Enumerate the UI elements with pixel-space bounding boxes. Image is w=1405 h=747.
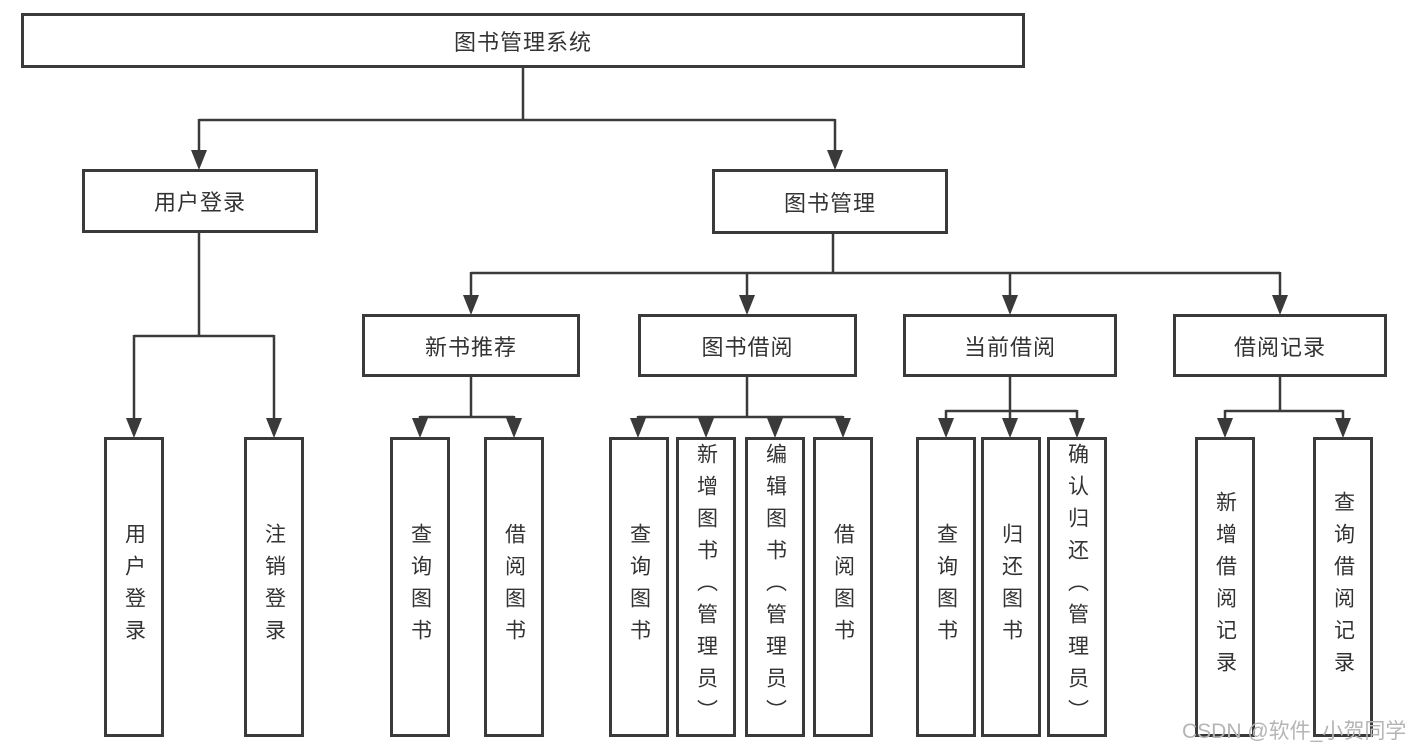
leaf-newbooks-query-books-label: 查询图书 [408,523,432,651]
leaf-current-query-books: 查询图书 [916,437,976,737]
leaf-current-return-books: 归还图书 [981,437,1041,737]
leaf-borrow-add-books-admin-label: 新增图书（管理员） [694,443,718,731]
leaf-current-query-books-label: 查询图书 [934,523,958,651]
leaf-records-add-borrow-record-label: 新增借阅记录 [1213,491,1237,683]
leaf-logout: 注销登录 [244,437,304,737]
node-user-login-label: 用户登录 [153,190,246,215]
csdn-watermark: CSDN @软件_小贺同学 [1182,720,1405,743]
node-new-book-recommend-label: 新书推荐 [424,334,517,360]
leaf-records-query-borrow-record-label: 查询借阅记录 [1331,491,1355,683]
node-book-management-label: 图书管理 [783,190,876,216]
leaf-newbooks-borrow-books-label: 借阅图书 [502,523,526,651]
node-borrow-records: 借阅记录 [1173,314,1387,377]
leaf-logout-label: 注销登录 [262,523,286,651]
leaf-current-return-books-label: 归还图书 [999,523,1023,651]
leaf-newbooks-query-books: 查询图书 [390,437,450,737]
leaf-user-login: 用户登录 [104,437,164,737]
node-new-book-recommend: 新书推荐 [362,314,580,377]
leaf-borrow-query-books: 查询图书 [609,437,669,737]
leaf-records-add-borrow-record: 新增借阅记录 [1195,437,1255,737]
leaf-user-login-label: 用户登录 [122,523,146,651]
leaf-borrow-borrow-books-label: 借阅图书 [831,523,855,651]
node-book-borrow-label: 图书借阅 [701,334,794,360]
leaf-newbooks-borrow-books: 借阅图书 [484,437,544,737]
node-book-management: 图书管理 [712,169,948,234]
leaf-borrow-edit-books-admin: 编辑图书（管理员） [745,437,805,737]
node-current-borrow: 当前借阅 [903,314,1117,377]
leaf-borrow-borrow-books: 借阅图书 [813,437,873,737]
node-book-borrow: 图书借阅 [638,314,857,377]
leaf-current-confirm-return-admin: 确认归还（管理员） [1047,437,1107,737]
leaf-current-confirm-return-admin-label: 确认归还（管理员） [1065,443,1089,731]
leaf-borrow-add-books-admin: 新增图书（管理员） [676,437,736,737]
leaf-borrow-query-books-label: 查询图书 [627,523,651,651]
node-root: 图书管理系统 [21,13,1025,68]
node-current-borrow-label: 当前借阅 [963,334,1056,360]
node-root-label: 图书管理系统 [453,29,592,55]
node-borrow-records-label: 借阅记录 [1233,334,1326,360]
leaf-borrow-edit-books-admin-label: 编辑图书（管理员） [763,443,787,731]
node-user-login: 用户登录 [82,169,318,233]
leaf-records-query-borrow-record: 查询借阅记录 [1313,437,1373,737]
